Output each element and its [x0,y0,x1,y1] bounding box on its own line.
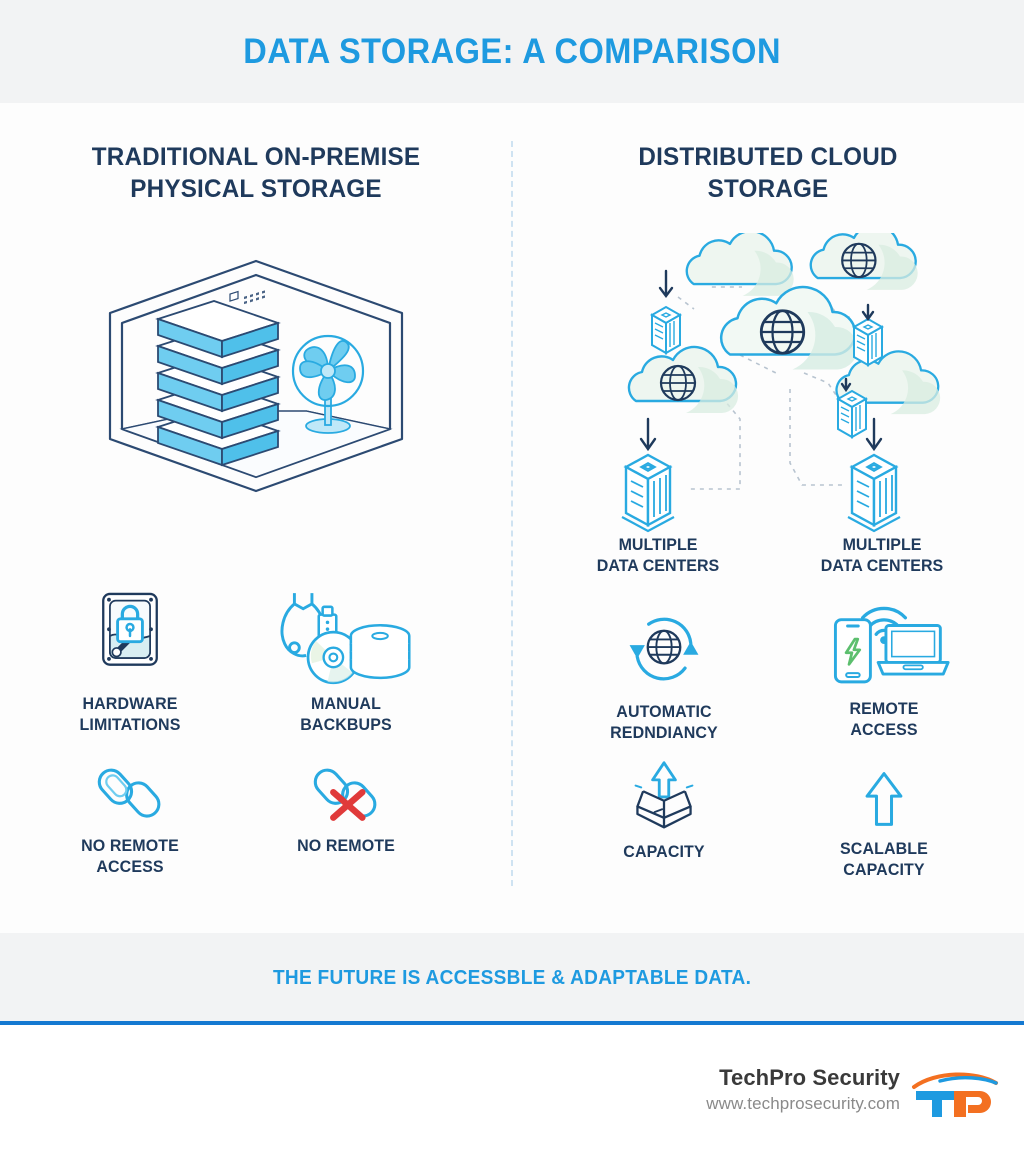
feature-label: AUTOMATIC REDNDIANCY [567,702,761,744]
cloud-network-icon [590,224,950,533]
datacenter-label-right: MULTIPLE DATA CENTERS [795,535,970,578]
feature-label: MANUAL BACKBUPS [249,694,443,736]
feature-remote-access: REMOTE ACCESS [784,590,984,741]
globe-refresh-cycle-icon [564,593,764,693]
feature-label: CAPACITY [567,842,761,863]
feature-label-line1: NO REMOTE [297,837,395,855]
feature-label: REMOTE ACCESS [787,699,981,741]
feature-label-line2: CAPACITY [843,861,925,880]
feature-capacity: CAPACITY [564,761,764,863]
feature-manual-backups: MANUAL BACKBUPS [246,585,446,736]
server-room-icon [96,251,416,501]
phone-laptop-wifi-icon [784,590,984,690]
chain-red-x-icon [246,755,446,827]
tagline-text: THE FUTURE IS ACCESSBLE & ADAPTABLE DATA… [272,966,752,989]
left-heading-line1: TRADITIONAL ON-PREMISE [91,143,421,171]
feature-scalable-capacity: SCALABLE CAPACITY [784,758,984,881]
broken-chain-icon [30,755,230,827]
fan-icon [291,334,365,434]
techpro-tp-logo [910,1069,1000,1121]
feature-label-line1: REMOTE [849,700,919,718]
feature-automatic-redundancy: AUTOMATIC REDNDIANCY [564,593,764,744]
brand-url[interactable]: www.techprosecurity.com [706,1094,900,1113]
dc-label-line1: MULTIPLE [618,536,698,554]
feature-label: NO REMOTE ACCESS [33,836,227,878]
feature-label-line1: MANUAL [311,695,381,713]
feature-label-line2: ACCESS [96,858,164,877]
page-title: DATA STORAGE: A COMPARISON [243,31,781,71]
header-band: DATA STORAGE: A COMPARISON [0,0,1024,103]
column-traditional: TRADITIONAL ON-PREMISE PHYSICAL STORAGE [0,103,512,933]
column-cloud: DISTRIBUTED CLOUD STORAGE [512,103,1024,933]
feature-no-remote-access: NO REMOTE ACCESS [30,755,230,878]
feature-label-line2: LIMITATIONS [79,716,181,735]
open-box-arrow-up-icon [564,761,764,833]
feature-label: NO REMOTE [249,836,443,857]
column-divider [511,141,513,886]
footer: TechPro Security www.techprosecurity.com [0,1025,1024,1154]
feature-label-line1: SCALABLE [840,840,928,858]
brand-block: TechPro Security www.techprosecurity.com [706,1065,900,1114]
feature-no-remote: NO REMOTE [246,755,446,857]
feature-label-line2: REDNDIANCY [610,724,718,743]
brand-name: TechPro Security [719,1065,900,1090]
dc-label-line2: DATA CENTERS [820,557,944,576]
right-column-heading: DISTRIBUTED CLOUD STORAGE [520,141,1017,205]
right-heading-line1: DISTRIBUTED CLOUD [638,143,898,171]
wrench-usb-discs-icon [246,585,446,685]
comparison-body: TRADITIONAL ON-PREMISE PHYSICAL STORAGE [0,103,1024,933]
feature-label: HARDWARE LIMITATIONS [33,694,227,736]
right-heading-line2: STORAGE [707,175,829,203]
dc-label-line1: MULTIPLE [842,536,922,554]
hard-drive-lock-icon [30,585,230,685]
dc-label-line2: DATA CENTERS [596,557,720,576]
feature-label-line1: AUTOMATIC [616,703,712,721]
arrow-up-icon [784,758,984,830]
footer-rule [0,1021,1024,1025]
tagline-band: THE FUTURE IS ACCESSBLE & ADAPTABLE DATA… [0,933,1024,1023]
left-column-heading: TRADITIONAL ON-PREMISE PHYSICAL STORAGE [8,141,505,205]
feature-label: SCALABLE CAPACITY [787,839,981,881]
feature-label-line1: CAPACITY [623,843,705,861]
datacenter-label-left: MULTIPLE DATA CENTERS [571,535,746,578]
feature-hardware-limitations: HARDWARE LIMITATIONS [30,585,230,736]
left-heading-line2: PHYSICAL STORAGE [130,175,382,203]
feature-label-line1: HARDWARE [82,695,178,713]
feature-label-line1: NO REMOTE [81,837,179,855]
feature-label-line2: ACCESS [850,721,918,740]
feature-label-line2: BACKBUPS [300,716,392,735]
